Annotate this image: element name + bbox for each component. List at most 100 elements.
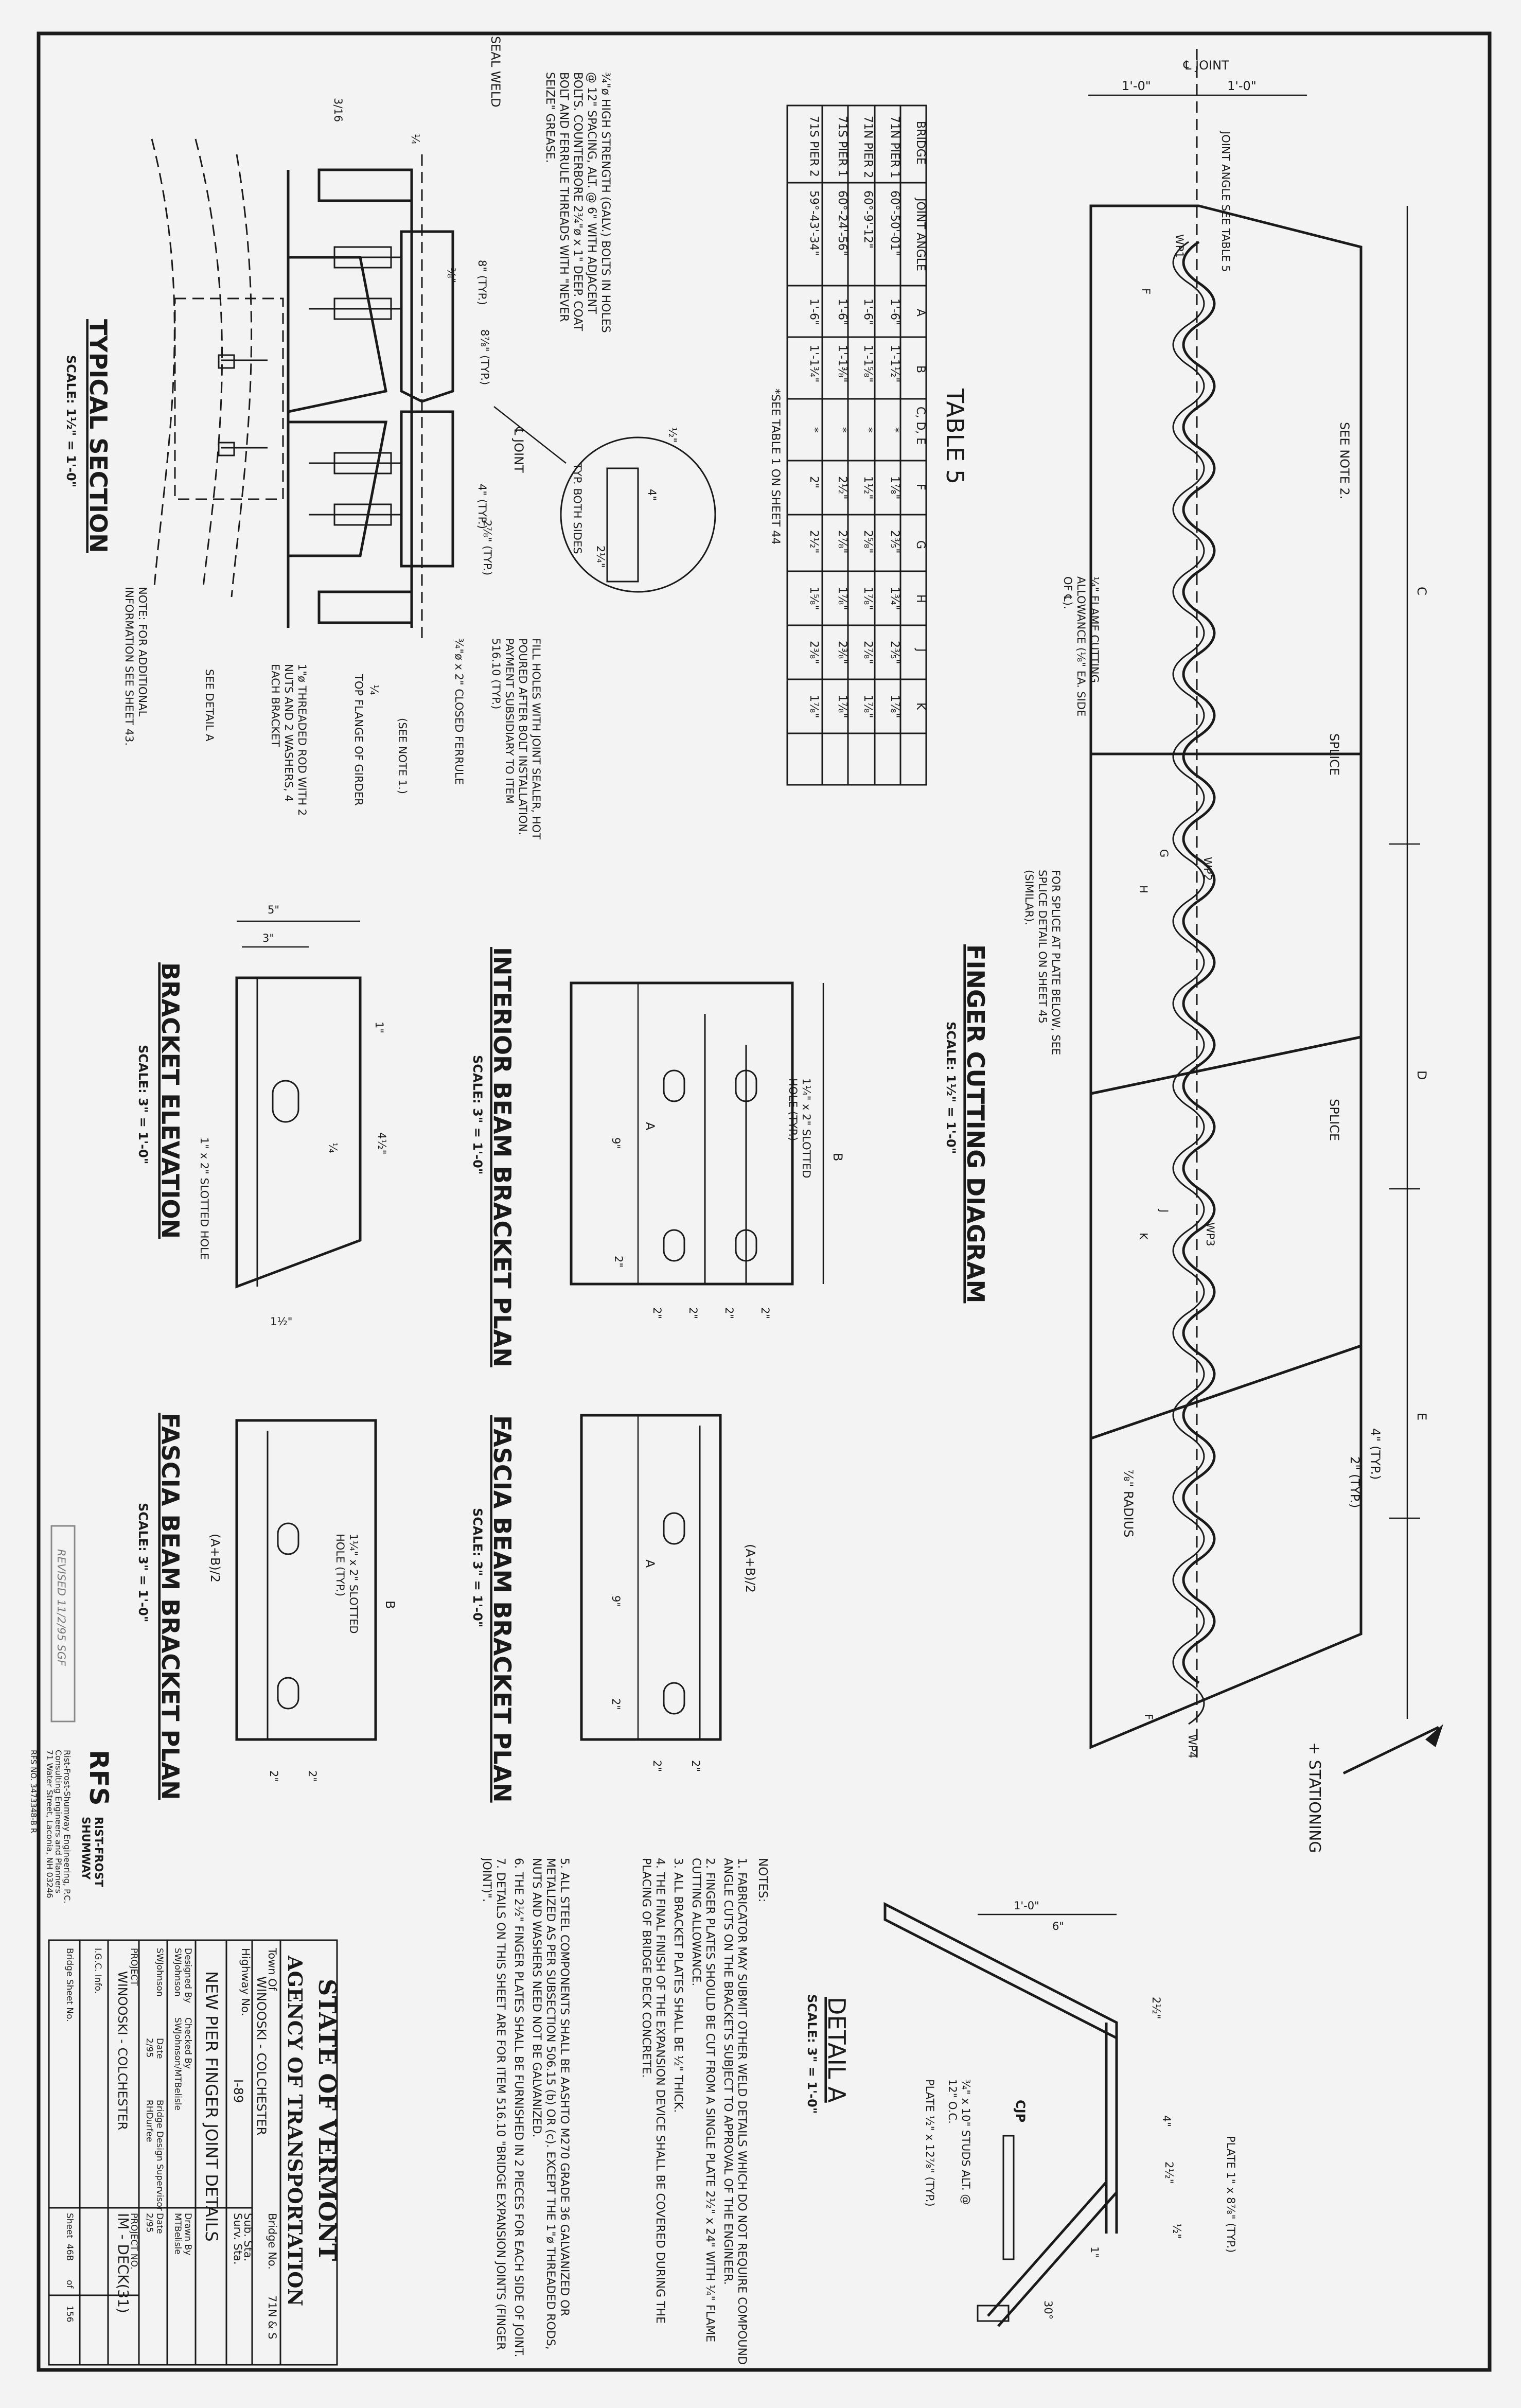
firm-logo: RFS: [84, 1750, 114, 1806]
table-row: 71N PIER 2 60°-9'-12" 1'-6" 1'-1⅝" * 1½"…: [861, 116, 874, 718]
flame-cutting-note: ¼" FLAME CUTTING ALLOWANCE (⅛" EA. SIDE …: [1062, 576, 1101, 717]
dim-half-circle: ½": [666, 427, 679, 443]
bracket-elevation: 5" 3" 1" 4½" ¼ 1½" 1" x 2" SLOTTED HOLE …: [136, 904, 388, 1328]
fascia-beam-bracket-plan-2: B (A+B)/2 2" 2" 1¼" x 2" SLOTTED HOLE (T…: [136, 1413, 397, 1800]
studs-note: ¾" x 10" STUDS ALT. @ 12" O.C.: [946, 2079, 972, 2205]
dim-2b: 2": [651, 1307, 663, 1319]
svg-text:1⅞": 1⅞": [836, 695, 848, 718]
finger-diagram-title: FINGER CUTTING DIAGRAM: [962, 944, 989, 1303]
dim-3: 3": [262, 932, 274, 944]
finger-wave: [1182, 240, 1216, 1684]
svg-text:1'-6": 1'-6": [836, 298, 848, 325]
stationing-label: + STATIONING: [1305, 1742, 1323, 1853]
svg-text:60°-24'-56": 60°-24'-56": [836, 190, 848, 256]
tb-supervisor: RHDurfee: [144, 2100, 154, 2142]
t5-h-h: H: [914, 594, 927, 603]
svg-text:1⅞": 1⅞": [807, 695, 820, 718]
weld-quarter: ¼: [409, 134, 421, 144]
tb-sheet-label: Sheet: [64, 2213, 75, 2238]
interior-plan-scale: SCALE: 3" = 1'-0": [470, 1055, 485, 1174]
firm-line-3: 71 Water Street, Laconia, NH 03246: [45, 1750, 55, 1898]
dim-ab2-1: (A+B)/2: [743, 1544, 757, 1593]
cjp-label: CJP: [1013, 2100, 1028, 2122]
dim-4-circle: 4": [646, 489, 658, 501]
splice-label-1: SPLICE: [1327, 733, 1341, 776]
bracket-elevation-title: BRACKET ELEVATION: [156, 962, 184, 1239]
tb-designed: SWJohnson: [172, 1948, 183, 1997]
dim-1-da: 1": [1088, 2246, 1101, 2258]
wp1: WP1: [1173, 234, 1186, 258]
tb-drawn-label: Drawn By: [183, 2213, 193, 2255]
dim-212-b: 2½": [1163, 2161, 1175, 2184]
svg-text:2⅗": 2⅗": [888, 530, 901, 553]
svg-text:60°-9'-12": 60°-9'-12": [861, 190, 874, 249]
svg-text:2⅞": 2⅞": [836, 530, 848, 553]
joint-angle-note: JOINT ANGLE SEE TABLE 5: [1219, 130, 1232, 272]
dim-858-typ: 8⅞" (TYP.): [479, 329, 491, 385]
fascia-plan-1-scale: SCALE: 3" = 1'-0": [470, 1508, 485, 1627]
dim-b: B: [830, 1153, 845, 1161]
tb-checker: SWJohnson: [154, 1948, 165, 1997]
dim-4-typ: 4" (TYP.): [476, 484, 488, 529]
tb-project-no-label: PROJECT NO.: [129, 2213, 139, 2270]
table-row: 71S PIER 2 59°-43'-34" 1'-6" 1'-1¾" * 2"…: [807, 116, 820, 718]
table-row: 71N PIER 1 60°-50'-01" 1'-6" 1'-1½" * 1⅞…: [888, 116, 901, 718]
tb-highway-label: Highway No.: [239, 1948, 252, 2016]
wp3: WP3: [1204, 1222, 1216, 1246]
tb-highway: I-89: [231, 2079, 245, 2103]
seal-weld-label: SEAL WELD: [488, 36, 503, 108]
svg-text:71S PIER 1: 71S PIER 1: [836, 116, 848, 177]
slotted-hole-note: 1¼" x 2" SLOTTED HOLE (TYP.): [787, 1078, 812, 1179]
svg-text:71S PIER 2: 71S PIER 2: [807, 116, 820, 177]
tb-sheet-total: 156: [64, 2306, 75, 2322]
dim-2e: 2": [759, 1307, 771, 1319]
dim-c: C: [1414, 587, 1429, 595]
finger-cutting-diagram: C D E 1'-0" 1'-0" ℄ JOINT JOINT ANGLE SE…: [944, 49, 1443, 1853]
interior-beam-bracket-plan: B A 9" 2" 2" 2" 2" 2" 1¼" x 2" SLOTTED H…: [470, 947, 845, 1367]
dim-2c: 2": [687, 1307, 699, 1319]
bolts-note: ¾"ø HIGH STRENGTH (GALV.) BOLTS IN HOLES…: [543, 72, 612, 333]
detail-a-title: DETAIL A: [823, 1997, 851, 2103]
table-5: BRIDGE JOINT ANGLE A B C, D, E F G H J K…: [769, 104, 969, 786]
note-4: 4. THE FINAL FINISH OF THE EXPANSION DEV…: [640, 1858, 666, 2324]
see-note-2: SEE NOTE 2.: [1337, 422, 1352, 499]
svg-text:2½": 2½": [807, 530, 820, 553]
dim-214: 2¼": [594, 546, 607, 568]
dim-f1: F: [1140, 288, 1152, 294]
tb-designed-label: Designed By: [183, 1948, 193, 2003]
note-6: 6. THE 2½" FINGER PLATES SHALL BE FURNIS…: [512, 1858, 525, 2358]
wp4: WP4: [1186, 1734, 1198, 1759]
svg-text:1'-6": 1'-6": [861, 298, 874, 325]
svg-text:1⅞": 1⅞": [888, 476, 901, 499]
tb-town: WINOOSKI - COLCHESTER: [254, 1976, 269, 2135]
dim-1ft-da: 1'-0": [1014, 1900, 1039, 1912]
dim-a-f1: A: [643, 1559, 657, 1568]
detail-a-scale: SCALE: 3" = 1'-0": [805, 1994, 819, 2114]
typ-2: 2" (TYP.): [1348, 1456, 1362, 1508]
dim-5: 5": [268, 904, 279, 916]
tb-sub-sta: Sub. Sta.: [242, 2213, 254, 2261]
finger-diagram-scale: SCALE: 1½" = 1'-0": [944, 1022, 958, 1154]
interior-plan-title: INTERIOR BEAM BRACKET PLAN: [488, 947, 516, 1367]
top-flange-label: TOP FLANGE OF GIRDER: [352, 674, 365, 806]
tb-date-label-1: Date: [154, 2038, 165, 2059]
tb-bridge-no-label: Bridge No.: [266, 2213, 278, 2270]
dim-1ft-a: 1'-0": [1122, 79, 1151, 93]
typical-section-scale: SCALE: 1½" = 1'-0": [64, 355, 78, 487]
svg-text:2⅜": 2⅜": [836, 641, 848, 664]
tb-igc: I.G.C. Info.: [93, 1948, 103, 1994]
dim-k: K: [1137, 1233, 1149, 1240]
table5-footnote: *SEE TABLE 1 ON SHEET 44: [769, 389, 782, 544]
fascia-beam-bracket-plan-1: (A+B)/2 A 9" 2" 2" 2" FASCIA BEAM BRACKE…: [470, 1414, 757, 1803]
tb-date-label-2: Date: [154, 2213, 165, 2234]
svg-text:1⅞": 1⅞": [836, 587, 848, 610]
tb-sheet-no: 46B: [64, 2244, 75, 2261]
t5-h-bridge: BRIDGE: [914, 121, 927, 165]
general-notes-2: 5. ALL STEEL COMPONENTS SHALL BE AASHTO …: [480, 1858, 571, 2358]
dim-8-typ: 8" (TYP.): [476, 260, 488, 305]
t5-h-f: F: [914, 484, 927, 490]
svg-text:1'-1⅝": 1'-1⅝": [861, 345, 874, 382]
svg-text:2⅞": 2⅞": [861, 641, 874, 664]
svg-text:2⅝": 2⅝": [861, 530, 874, 553]
dim-2-f1a: 2": [610, 1698, 622, 1710]
